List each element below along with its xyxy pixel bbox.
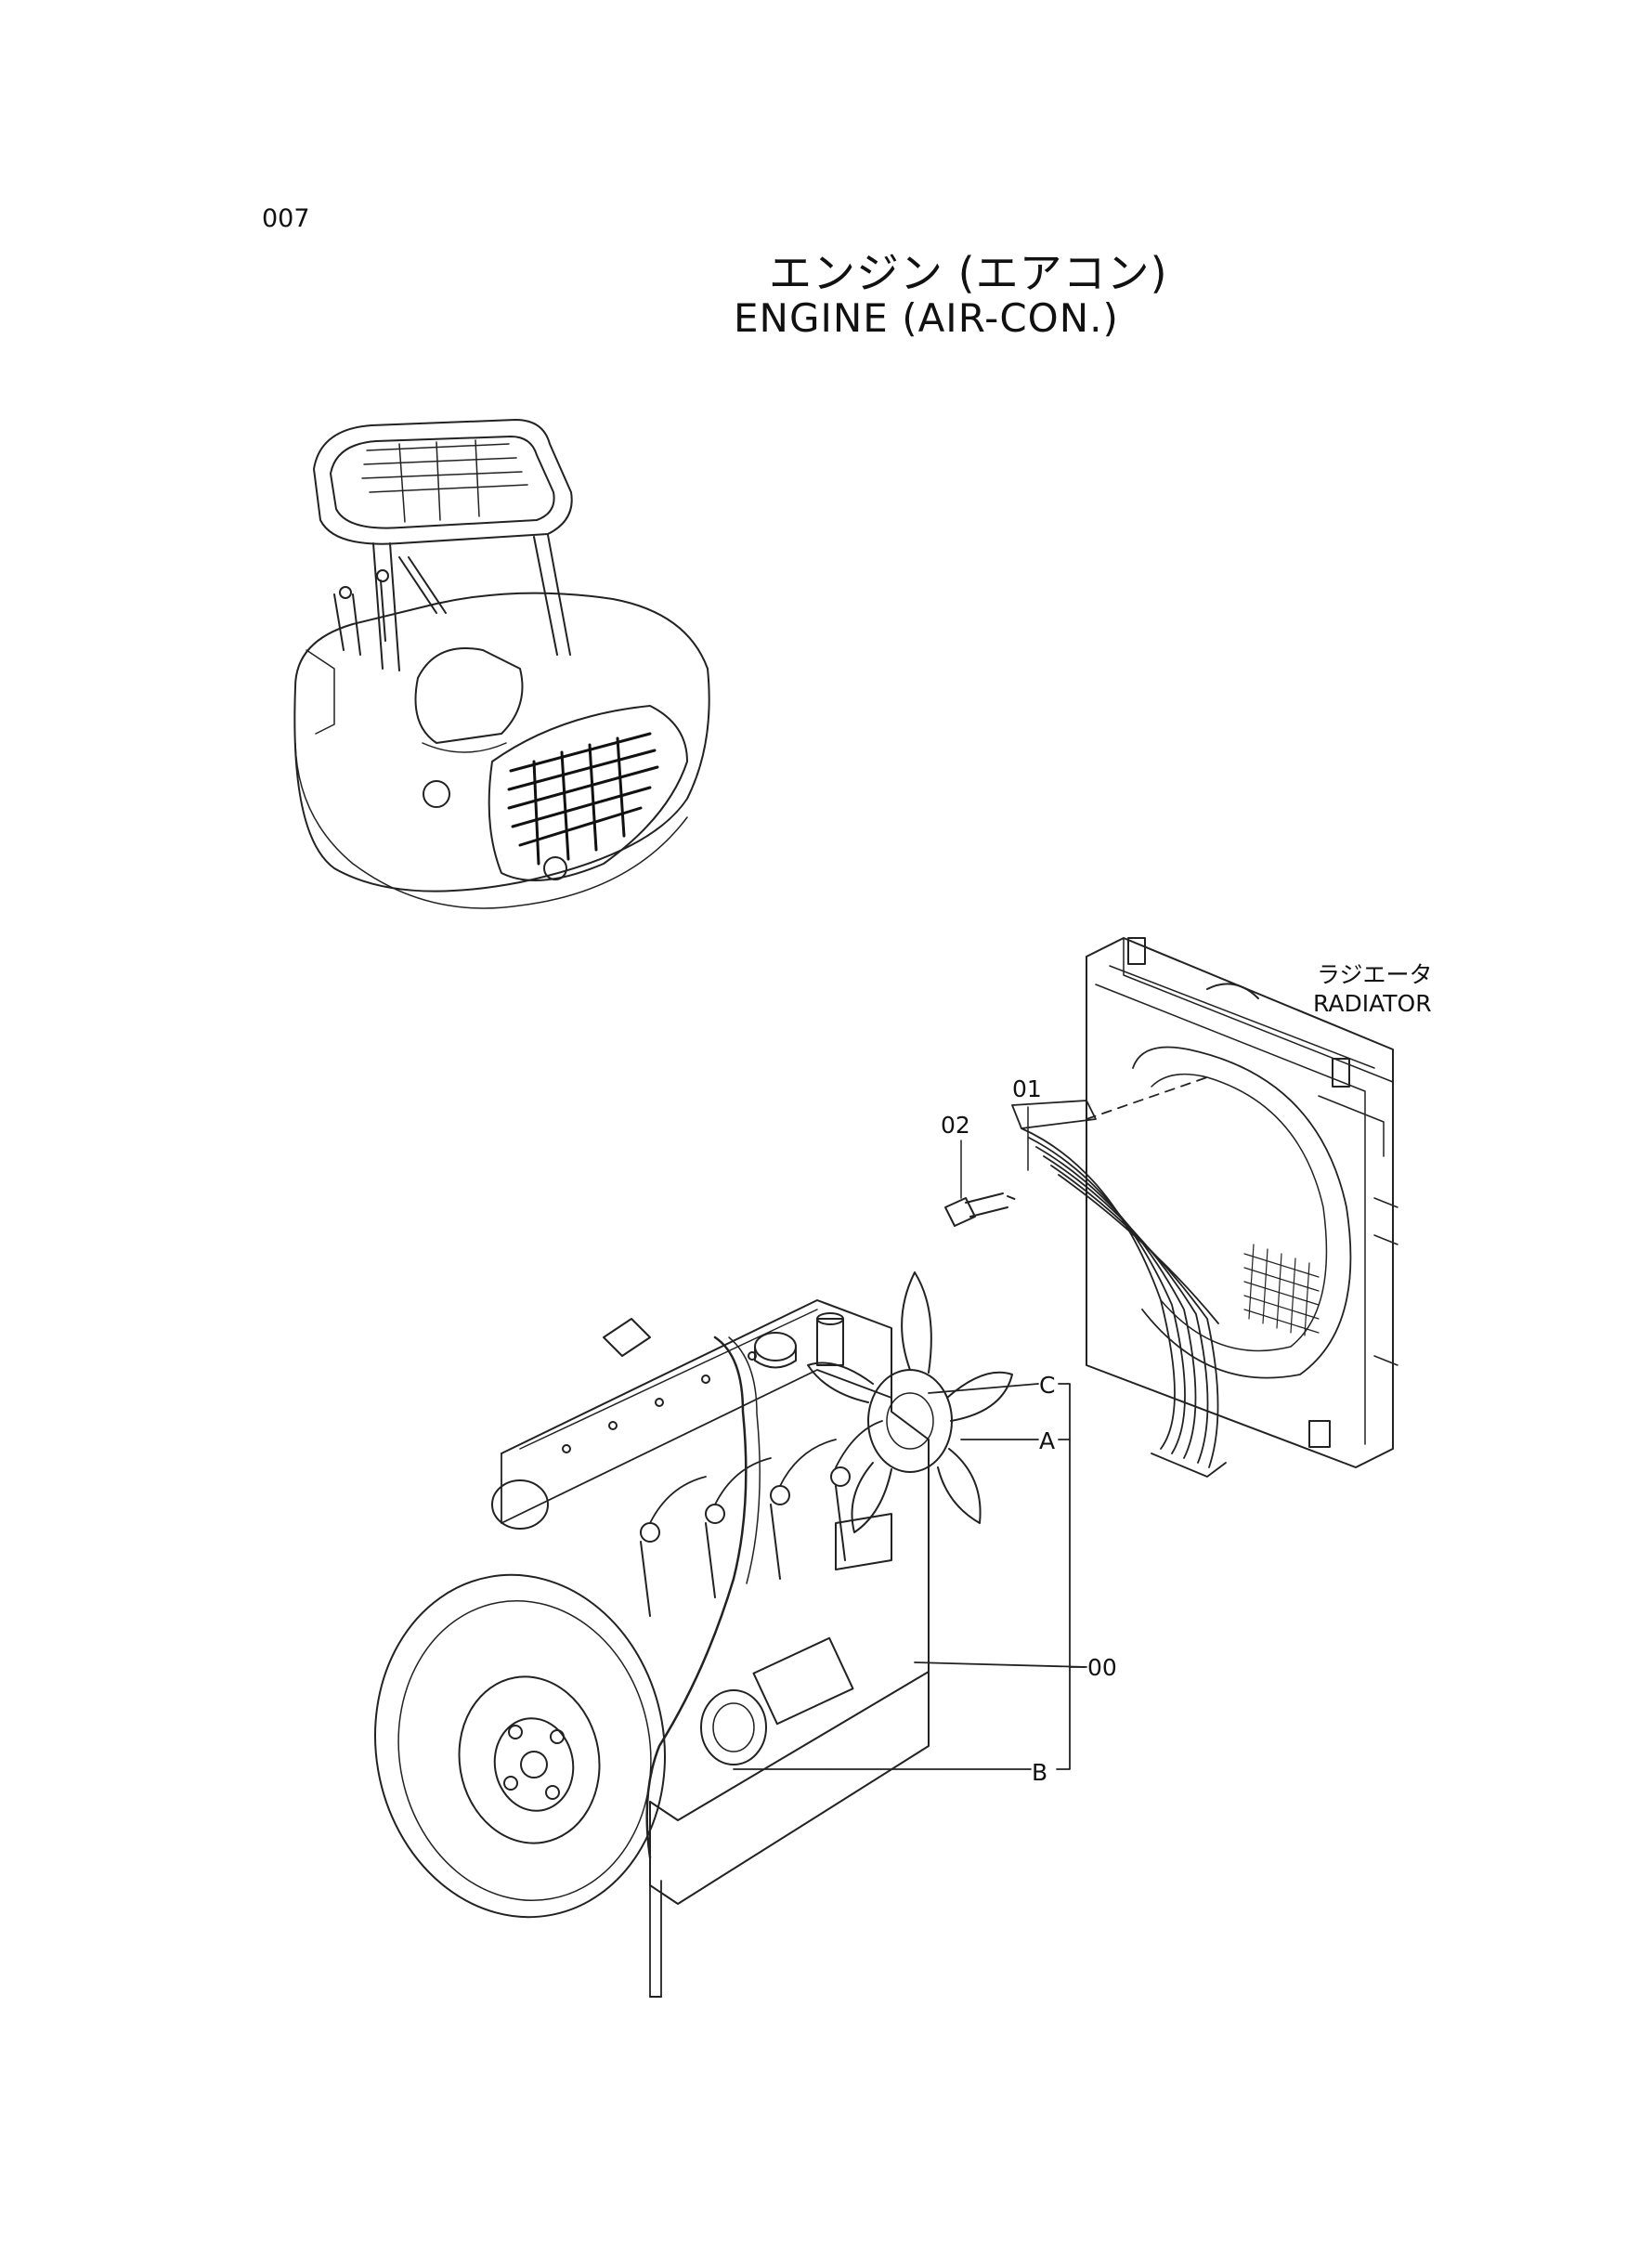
radiator-label-japanese: ラジエータ <box>1317 961 1433 988</box>
bolt-illustration <box>944 1140 1018 1227</box>
page-title-english: ENGINE (AIR-CON.) <box>734 295 1119 341</box>
radiator-illustration <box>1086 937 1398 1468</box>
radiator-label-english: RADIATOR <box>1313 990 1432 1017</box>
callout-A: A <box>1039 1427 1056 1454</box>
callout-01: 01 <box>1012 1075 1042 1102</box>
engine-illustration <box>374 1271 1013 1998</box>
callout-C: C <box>1039 1372 1056 1399</box>
callout-02: 02 <box>941 1112 970 1139</box>
page-number: 007 <box>262 204 310 233</box>
fan-illustration <box>807 1271 1013 1533</box>
machine-overview-illustration <box>293 419 710 909</box>
callout-00: 00 <box>1087 1654 1117 1681</box>
callout-B: B <box>1032 1759 1048 1786</box>
wire-bundle-illustration <box>1011 1076 1227 1478</box>
callout-leaders <box>733 1383 1087 1770</box>
page-title-japanese: エンジン (エアコン) <box>769 248 1168 298</box>
